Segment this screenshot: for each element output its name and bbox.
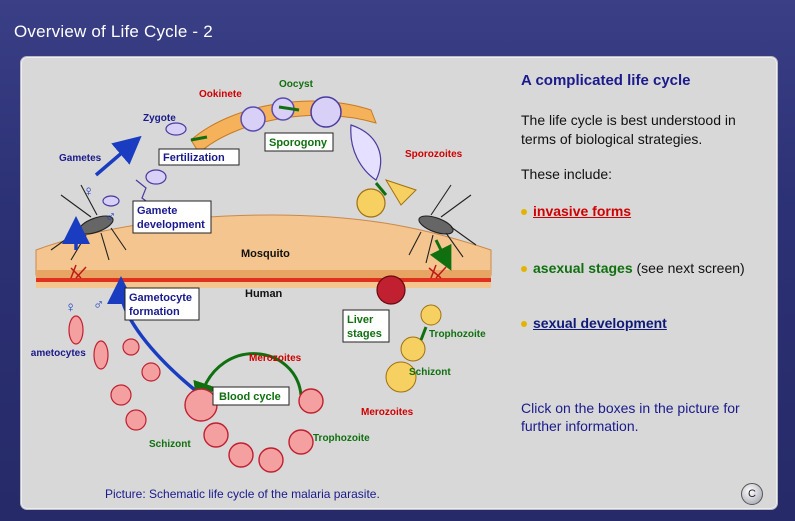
label-schizont-blood: Schizont bbox=[149, 439, 191, 450]
female-symbol-top: ♀ bbox=[83, 183, 94, 200]
sporogony-box[interactable]: Sporogony bbox=[264, 132, 334, 152]
bullet-dot bbox=[521, 266, 527, 273]
label-zygote: Zygote bbox=[143, 113, 176, 124]
window-title: Overview of Life Cycle - 2 bbox=[14, 22, 213, 41]
blood-cycle-box[interactable]: Blood cycle bbox=[212, 386, 290, 406]
male-symbol-bottom: ♂ bbox=[93, 296, 104, 313]
info-heading: A complicated life cycle bbox=[521, 72, 691, 89]
bullet-asexual-stages: asexual stages (see next screen) bbox=[521, 260, 745, 276]
content-panel: Ookinete Oocyst Zygote Gametes Sporozoit… bbox=[20, 56, 778, 510]
label-schizont-liver: Schizont bbox=[409, 367, 451, 378]
asexual-stages-link[interactable]: asexual stages bbox=[533, 260, 633, 276]
life-cycle-diagram: Ookinete Oocyst Zygote Gametes Sporozoit… bbox=[31, 79, 492, 473]
intro-text: The life cycle is best understood in ter… bbox=[521, 112, 736, 147]
sporogony-label: Sporogony bbox=[269, 137, 328, 149]
label-oocyst: Oocyst bbox=[279, 79, 314, 90]
sexual-development-link[interactable]: sexual development bbox=[533, 315, 667, 331]
label-merozoites-right: Merozoites bbox=[361, 407, 414, 418]
label-mosquito: Mosquito bbox=[241, 248, 290, 260]
info-column: A complicated life cycle The life cycle … bbox=[521, 57, 771, 507]
fertilization-label: Fertilization bbox=[163, 152, 225, 164]
bullet-dot bbox=[521, 321, 527, 328]
label-merozoites-top: Merozoites bbox=[249, 353, 302, 364]
instruction-text: Click on the boxes in the picture for fu… bbox=[521, 400, 740, 434]
label-ookinete: Ookinete bbox=[199, 89, 242, 100]
invasive-forms-link[interactable]: invasive forms bbox=[533, 203, 632, 219]
label-trophozoite-blood: Trophozoite bbox=[313, 433, 370, 444]
bullet-dot bbox=[521, 209, 527, 216]
label-sporozoites: Sporozoites bbox=[405, 149, 463, 160]
label-human: Human bbox=[245, 288, 283, 300]
label-trophozoite-liver: Trophozoite bbox=[429, 329, 486, 340]
male-symbol-top: ♂ bbox=[105, 208, 116, 225]
bullet-sexual-development: sexual development bbox=[521, 315, 667, 331]
female-symbol-bottom: ♀ bbox=[65, 299, 76, 316]
label-gametes: Gametes bbox=[59, 153, 102, 164]
bullet-invasive-forms: invasive forms bbox=[521, 203, 631, 219]
blood-cycle-label: Blood cycle bbox=[219, 391, 281, 403]
fertilization-box[interactable]: Fertilization bbox=[158, 148, 240, 166]
asexual-stages-note: (see next screen) bbox=[632, 260, 745, 276]
label-gametocytes: Gametocytes bbox=[31, 348, 86, 359]
diagram-caption: Picture: Schematic life cycle of the mal… bbox=[105, 487, 380, 501]
copyright-button[interactable]: C bbox=[741, 483, 763, 505]
includes-text: These include: bbox=[521, 166, 613, 182]
